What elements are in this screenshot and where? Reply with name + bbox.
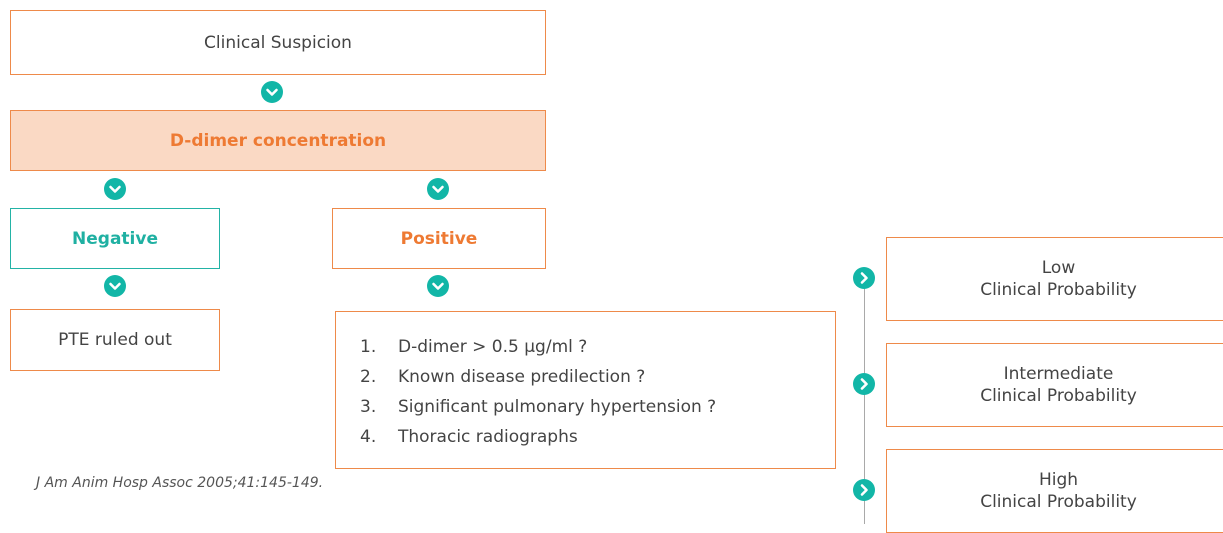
probability-level: Low: [1041, 258, 1076, 278]
criteria-number: 3.: [360, 397, 377, 417]
positive-label: Positive: [400, 228, 478, 249]
chevron-down-icon: [427, 275, 449, 297]
chevron-down-icon: [104, 178, 126, 200]
chevron-down-icon: [104, 275, 126, 297]
criteria-number: 2.: [360, 367, 377, 387]
clinical-suspicion-box: Clinical Suspicion: [10, 10, 546, 75]
criteria-item: 2. Known disease predilection ?: [360, 362, 716, 392]
criteria-item: 1. D-dimer > 0.5 µg/ml ?: [360, 332, 716, 362]
criteria-item: 4. Thoracic radiographs: [360, 422, 716, 452]
pte-ruled-out-label: PTE ruled out: [58, 330, 172, 350]
positive-box: Positive: [332, 208, 546, 269]
criteria-number: 1.: [360, 337, 377, 357]
intermediate-probability-text: Intermediate Clinical Probability: [980, 363, 1137, 407]
low-probability-text: Low Clinical Probability: [980, 257, 1137, 301]
high-probability-box: High Clinical Probability: [886, 449, 1223, 533]
probability-caption: Clinical Probability: [980, 386, 1137, 406]
criteria-text: Significant pulmonary hypertension ?: [398, 397, 717, 417]
chevron-down-icon: [427, 178, 449, 200]
negative-label: Negative: [72, 228, 158, 249]
negative-box: Negative: [10, 208, 220, 269]
low-probability-box: Low Clinical Probability: [886, 237, 1223, 321]
criteria-text: Known disease predilection ?: [398, 367, 646, 387]
chevron-right-icon: [853, 267, 875, 289]
criteria-list: 1. D-dimer > 0.5 µg/ml ? 2. Known disease …: [360, 332, 716, 452]
criteria-text: Thoracic radiographs: [398, 427, 578, 447]
d-dimer-box: D-dimer concentration: [10, 110, 546, 171]
d-dimer-label: D-dimer concentration: [169, 130, 387, 151]
criteria-text: D-dimer > 0.5 µg/ml ?: [398, 337, 588, 357]
probability-connector-line: [864, 288, 865, 524]
probability-caption: Clinical Probability: [980, 280, 1137, 300]
probability-level: High: [1038, 470, 1079, 490]
chevron-right-icon: [853, 479, 875, 501]
clinical-suspicion-label: Clinical Suspicion: [204, 32, 352, 53]
probability-level: Intermediate: [1003, 364, 1114, 384]
pte-ruled-out-box: PTE ruled out: [10, 309, 220, 371]
high-probability-text: High Clinical Probability: [980, 469, 1137, 513]
probability-caption: Clinical Probability: [980, 492, 1137, 512]
criteria-number: 4.: [360, 427, 377, 447]
criteria-box: 1. D-dimer > 0.5 µg/ml ? 2. Known disease …: [335, 311, 836, 469]
chevron-right-icon: [853, 373, 875, 395]
intermediate-probability-box: Intermediate Clinical Probability: [886, 343, 1223, 427]
criteria-item: 3. Significant pulmonary hypertension ?: [360, 392, 716, 422]
citation: J Am Anim Hosp Assoc 2005;41:145-149.: [36, 475, 324, 491]
chevron-down-icon: [261, 81, 283, 103]
